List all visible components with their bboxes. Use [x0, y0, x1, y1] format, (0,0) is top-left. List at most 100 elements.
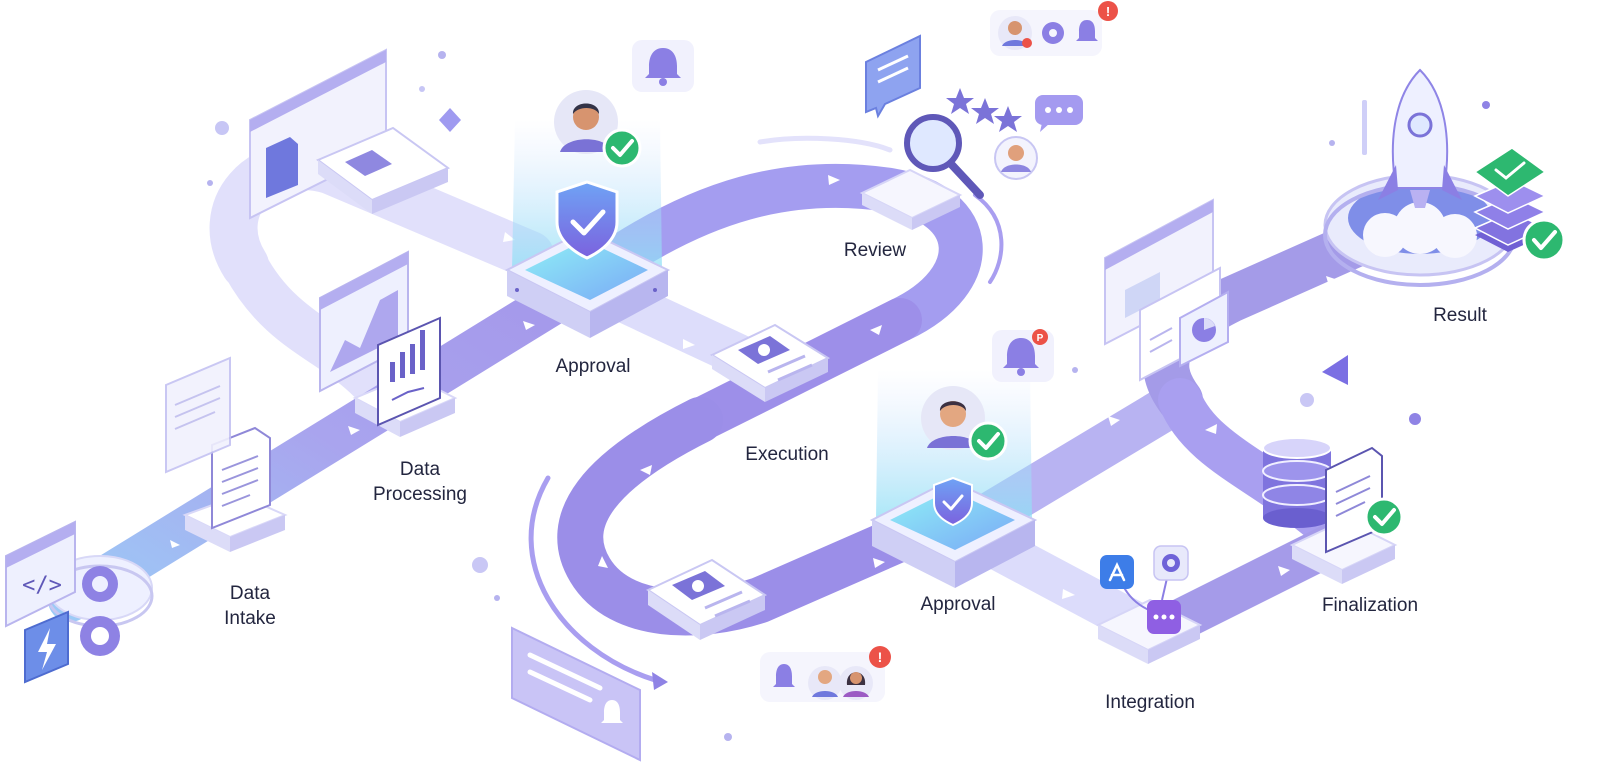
- arrow-icon: [170, 540, 180, 548]
- decor-dot: [1482, 101, 1490, 109]
- alert-badge-mark: !: [1106, 4, 1110, 19]
- arrow-icon: [1326, 276, 1338, 286]
- code-icon: </>: [22, 573, 62, 598]
- shield-check-icon: [555, 180, 619, 260]
- stage-result: [1323, 68, 1566, 287]
- stage-label-data-intake: Data Intake: [224, 583, 276, 629]
- intake-document-tile: [165, 356, 288, 552]
- shield-check-icon: [933, 476, 973, 527]
- flow-arrows: [170, 175, 1338, 599]
- bell-icon: [645, 48, 681, 78]
- gear-icon: [1042, 22, 1064, 44]
- bell-tile: P: [992, 329, 1054, 382]
- decor-dot: [1300, 393, 1314, 407]
- stage-label-result: Result: [1433, 305, 1487, 326]
- bell-tile: [632, 40, 694, 92]
- arrow-icon: [828, 175, 840, 185]
- bell-icon: [1076, 20, 1098, 41]
- execution-lower-tile: [645, 558, 768, 640]
- decor-dot: [419, 86, 425, 92]
- avatar: [839, 666, 873, 700]
- track-main-diagonal: [48, 258, 612, 622]
- alert-badge: [1098, 1, 1118, 21]
- notification-strip: !: [990, 1, 1118, 56]
- orbit-arcs: [528, 135, 1004, 683]
- bottom-notification-strip: !: [760, 646, 891, 702]
- right-documents: [1104, 198, 1229, 382]
- arrow-icon: [1205, 424, 1217, 434]
- check-badge-icon: [1364, 497, 1404, 537]
- star-icon: [971, 98, 999, 124]
- image-icon: [345, 150, 392, 176]
- check-badge-icon: [1522, 218, 1566, 262]
- decor-dot: [1409, 413, 1421, 425]
- app-store-icon: [1100, 555, 1134, 589]
- stage-data-intake: </>: [5, 520, 154, 684]
- stage-label-execution: Execution: [745, 444, 829, 465]
- stage-label-finalization: Finalization: [1321, 595, 1419, 616]
- stage-integration: [1095, 545, 1203, 664]
- alert-badge: [869, 646, 891, 668]
- document-icon: [165, 356, 231, 474]
- smoke-cloud: [1363, 202, 1477, 258]
- stage-execution: [709, 323, 831, 402]
- diamond-icon: [439, 108, 461, 132]
- gear-icon: [80, 566, 120, 656]
- chat-dots-icon: [1035, 95, 1083, 132]
- arrow-icon: [348, 426, 360, 435]
- decor-dot: [1072, 367, 1078, 373]
- bell-icon: [601, 700, 623, 723]
- decor-bar: [1362, 100, 1367, 155]
- orbit-arc-top: [757, 135, 893, 153]
- stage-label-approval-2: Approval: [920, 594, 996, 615]
- stage-label-integration: Integration: [1105, 692, 1195, 713]
- bar-chart-card: [377, 316, 441, 427]
- code-window: </>: [5, 520, 76, 628]
- notification-badge: [1032, 329, 1048, 345]
- arrow-icon: [1278, 566, 1290, 576]
- magnifier-icon: [904, 114, 984, 199]
- arrow-icon: [1062, 589, 1075, 599]
- star-icon: [946, 88, 974, 114]
- check-badge-icon: [968, 421, 1008, 461]
- triangle-icon: [1322, 355, 1348, 385]
- lightning-icon: [38, 628, 56, 670]
- rocket-icon: [1378, 68, 1462, 208]
- stars: [946, 88, 1022, 132]
- top-left-documents: [249, 48, 451, 220]
- orbit-arc-review: [973, 193, 1004, 284]
- stage-review: [859, 34, 1083, 230]
- decor-dot: [1329, 140, 1335, 146]
- document-icon: [211, 426, 271, 530]
- arrow-icon: [873, 558, 885, 568]
- arrow-icon: [640, 465, 652, 475]
- decor-dot: [438, 51, 446, 59]
- bar-chart-icon: [390, 330, 425, 382]
- decor-dot: [207, 180, 213, 186]
- check-badge-icon: [602, 128, 642, 168]
- arrow-icon: [652, 672, 668, 690]
- decor-dot: [215, 121, 229, 135]
- database-icon: [1262, 437, 1332, 528]
- arrow-icon: [503, 232, 515, 242]
- area-chart-icon: [330, 290, 398, 372]
- arrow-icon: [870, 325, 882, 335]
- avatar: [994, 136, 1038, 180]
- bell-icon: [773, 664, 795, 687]
- bell-icon: [1003, 338, 1039, 368]
- document-icon: [266, 137, 298, 198]
- more-dots-icon: [1147, 600, 1181, 634]
- star-icon: [994, 106, 1022, 132]
- arrow-icon: [683, 339, 695, 349]
- stack-icon: [1473, 147, 1547, 252]
- stage-finalization: [1262, 437, 1404, 584]
- stage-approval-1: [504, 40, 694, 338]
- arrow-icon: [598, 556, 608, 568]
- arrow-icon: [1108, 416, 1120, 426]
- network-icon: [391, 387, 425, 401]
- chat-bubble-icon: [865, 34, 921, 119]
- decor-dots: [207, 51, 1490, 741]
- stage-data-processing: [319, 250, 458, 437]
- arrow-icon: [523, 321, 535, 330]
